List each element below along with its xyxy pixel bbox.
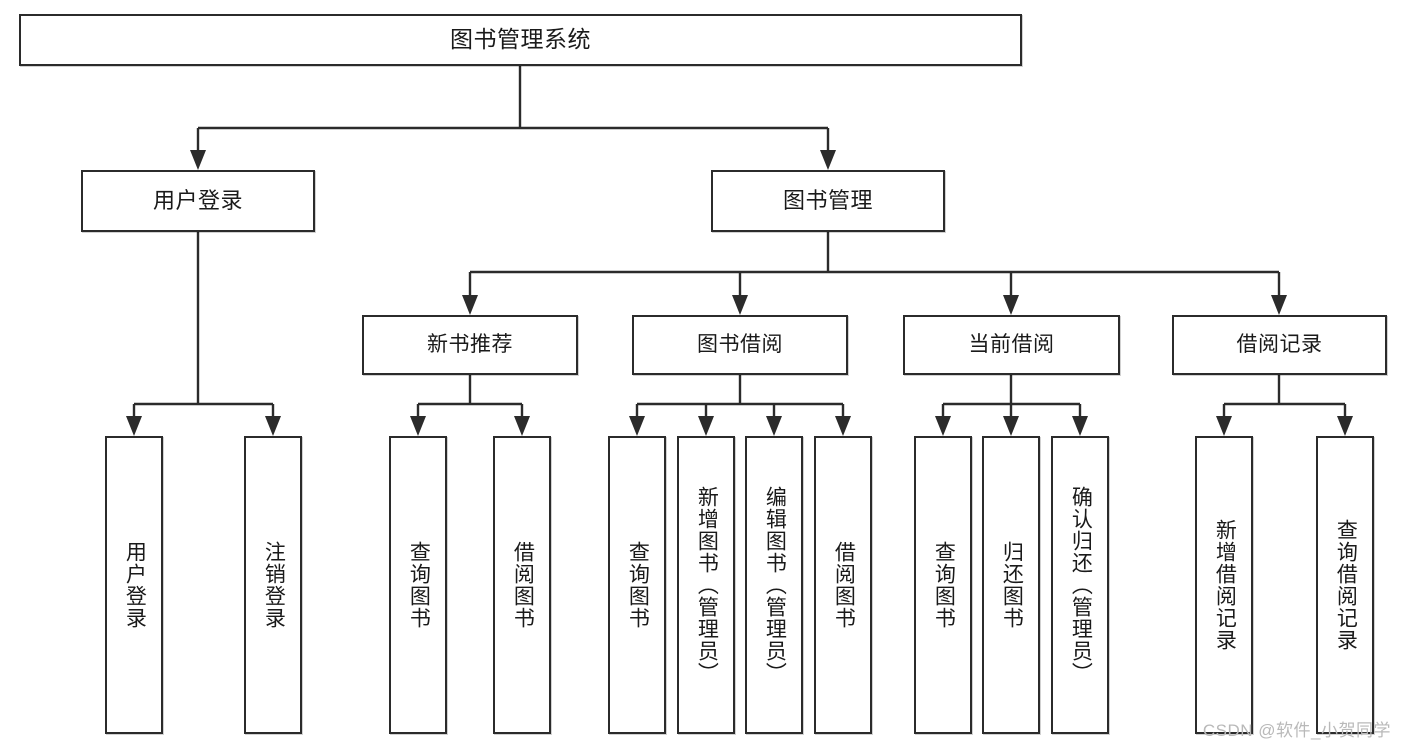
node-label: 新增借阅记录 bbox=[1213, 519, 1237, 651]
arrow-borrow-to-leaf1 bbox=[698, 416, 714, 436]
arrow-login-to-leaf1 bbox=[265, 416, 281, 436]
node-book-management[interactable]: 图书管理 bbox=[711, 170, 945, 232]
arrow-root-to-login bbox=[190, 150, 206, 170]
arrow-borrow-to-leaf2 bbox=[766, 416, 782, 436]
leaf-record-query-borrow-record[interactable]: 查询借阅记录 bbox=[1316, 436, 1374, 734]
arrow-current-to-leaf2 bbox=[1072, 416, 1088, 436]
node-label: 借阅图书 bbox=[832, 541, 856, 629]
node-borrow-record[interactable]: 借阅记录 bbox=[1172, 315, 1387, 375]
node-book-borrow[interactable]: 图书借阅 bbox=[632, 315, 848, 375]
leaf-newbook-query-book[interactable]: 查询图书 bbox=[389, 436, 447, 734]
leaf-borrow-borrow-book[interactable]: 借阅图书 bbox=[814, 436, 872, 734]
node-label: 查询借阅记录 bbox=[1334, 519, 1358, 651]
node-label: 查询图书 bbox=[407, 541, 431, 629]
watermark: CSDN @软件_小贺同学 bbox=[1202, 721, 1391, 740]
node-label: 新书推荐 bbox=[427, 332, 513, 356]
node-label: 编辑图书（管理员） bbox=[763, 486, 787, 684]
arrow-root-to-books bbox=[820, 150, 836, 170]
node-label: 当前借阅 bbox=[968, 332, 1055, 356]
node-label: 借阅图书 bbox=[511, 541, 535, 629]
node-label: 查询图书 bbox=[626, 541, 650, 629]
node-new-book-recommend[interactable]: 新书推荐 bbox=[362, 315, 578, 375]
node-label: 图书管理 bbox=[782, 188, 873, 214]
arrow-books-to-newbook bbox=[462, 295, 478, 315]
node-root-system[interactable]: 图书管理系统 bbox=[19, 14, 1022, 66]
node-label: 归还图书 bbox=[1000, 541, 1024, 629]
arrow-record-to-leaf1 bbox=[1337, 416, 1353, 436]
node-user-login[interactable]: 用户登录 bbox=[81, 170, 315, 232]
node-label: 新增图书（管理员） bbox=[695, 486, 719, 684]
arrow-newbook-to-leaf0 bbox=[410, 416, 426, 436]
node-label: 用户登录 bbox=[123, 541, 147, 629]
arrow-borrow-to-leaf0 bbox=[629, 416, 645, 436]
leaf-current-query-book[interactable]: 查询图书 bbox=[914, 436, 972, 734]
node-label: 查询图书 bbox=[932, 541, 956, 629]
arrow-borrow-to-leaf3 bbox=[835, 416, 851, 436]
arrow-current-to-leaf0 bbox=[935, 416, 951, 436]
node-label: 注销登录 bbox=[262, 541, 286, 629]
arrow-current-to-leaf1 bbox=[1003, 416, 1019, 436]
arrow-books-to-record bbox=[1271, 295, 1287, 315]
arrow-login-to-leaf0 bbox=[126, 416, 142, 436]
arrow-newbook-to-leaf1 bbox=[514, 416, 530, 436]
node-label: 图书借阅 bbox=[697, 332, 783, 356]
node-label: 借阅记录 bbox=[1236, 332, 1323, 356]
node-label: 确认归还（管理员） bbox=[1069, 486, 1093, 684]
node-label: 图书管理系统 bbox=[450, 26, 591, 53]
leaf-newbook-borrow-book[interactable]: 借阅图书 bbox=[493, 436, 551, 734]
leaf-record-add-borrow-record[interactable]: 新增借阅记录 bbox=[1195, 436, 1253, 734]
leaf-borrow-query-book[interactable]: 查询图书 bbox=[608, 436, 666, 734]
leaf-current-return-book[interactable]: 归还图书 bbox=[982, 436, 1040, 734]
leaf-login-user-login[interactable]: 用户登录 bbox=[105, 436, 163, 734]
arrow-record-to-leaf0 bbox=[1216, 416, 1232, 436]
leaf-current-confirm-return-admin[interactable]: 确认归还（管理员） bbox=[1051, 436, 1109, 734]
arrow-books-to-current bbox=[1003, 295, 1019, 315]
node-current-borrow[interactable]: 当前借阅 bbox=[903, 315, 1120, 375]
leaf-login-logout[interactable]: 注销登录 bbox=[244, 436, 302, 734]
arrow-books-to-borrow bbox=[732, 295, 748, 315]
node-label: 用户登录 bbox=[152, 188, 243, 214]
leaf-borrow-edit-book-admin[interactable]: 编辑图书（管理员） bbox=[745, 436, 803, 734]
leaf-borrow-add-book-admin[interactable]: 新增图书（管理员） bbox=[677, 436, 735, 734]
